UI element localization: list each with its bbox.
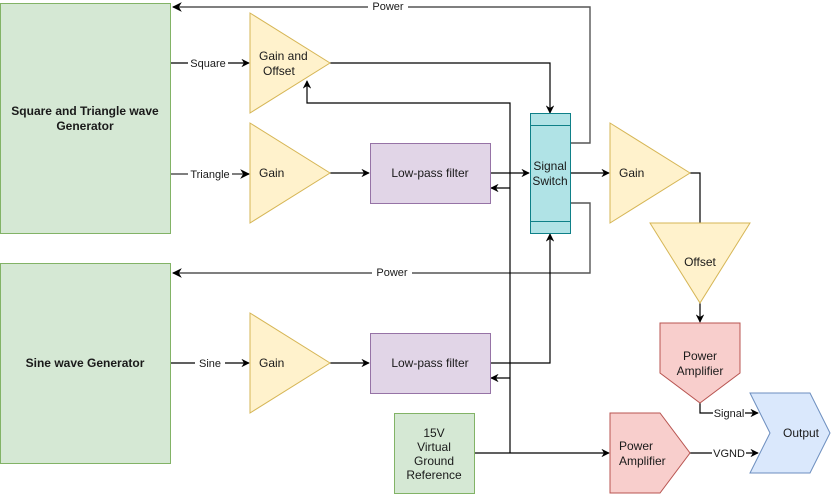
node-square-triangle-generator[interactable]: Square and Triangle wave Generator	[0, 3, 171, 234]
node-gain-output[interactable]: Gain	[609, 122, 691, 224]
edge-power-mid-label-bg	[372, 266, 412, 280]
node-power-amplifier-signal[interactable]: Power Amplifier	[659, 322, 741, 404]
node-lowpass-filter-triangle[interactable]: Low-pass filter	[370, 143, 491, 204]
edge-power-top-label: Power	[372, 1, 404, 13]
edge-square-label-bg	[188, 56, 228, 70]
edge-signal-label: Signal	[714, 408, 745, 420]
node-vgnd-label-4: Reference	[406, 468, 462, 482]
edge-signal-label-bg	[713, 407, 745, 420]
node-sq-tri-gen-label-2: Generator	[56, 119, 114, 133]
node-gain-offset-label-1: Gain and	[259, 49, 308, 63]
node-gain-triangle-label: Gain	[259, 166, 284, 180]
node-gain-sine-label: Gain	[259, 356, 284, 370]
node-sine-generator[interactable]: Sine wave Generator	[0, 263, 171, 464]
node-pa-vgnd-label-2: Amplifier	[619, 454, 666, 468]
edge-gain-to-offset	[690, 172, 701, 223]
node-gain-and-offset[interactable]: Gain and Offset	[249, 12, 331, 114]
edge-lpf-sine-to-switch	[490, 233, 555, 364]
node-power-amplifier-vgnd[interactable]: Power Amplifier	[609, 412, 691, 494]
node-vgnd-label-3: Ground	[414, 454, 454, 468]
node-lpf-tri-label: Low-pass filter	[391, 166, 468, 180]
node-gain-offset-label-2: Offset	[263, 64, 295, 78]
edge-gainoffset-to-switch	[330, 62, 555, 114]
node-offset[interactable]: Offset	[649, 222, 751, 304]
edge-vgnd-to-gainoffset	[302, 80, 511, 453]
edge-sine-label: Sine	[199, 358, 221, 370]
node-sine-gen-label: Sine wave Generator	[26, 356, 145, 370]
node-vgnd-label-2: Virtual	[417, 440, 451, 454]
node-switch-label-2: Switch	[532, 174, 567, 188]
node-gain-sine[interactable]: Gain	[249, 312, 331, 414]
edge-vgnd-label-bg	[712, 447, 746, 460]
node-offset-label: Offset	[684, 255, 716, 269]
node-pa-signal-label-1: Power	[683, 349, 717, 363]
node-lowpass-filter-sine[interactable]: Low-pass filter	[370, 333, 491, 394]
node-output-label: Output	[783, 426, 820, 440]
edge-power-mid-label: Power	[376, 267, 408, 279]
edge-power-top-label-bg	[368, 0, 408, 14]
node-gain-triangle[interactable]: Gain	[249, 122, 331, 224]
node-vgnd-label-1: 15V	[423, 426, 444, 440]
edge-vgnd-label: VGND	[713, 448, 745, 460]
edge-sine-label-bg	[195, 356, 225, 370]
edge-triangle-label: Triangle	[190, 169, 229, 181]
node-pa-vgnd-label-1: Power	[619, 439, 653, 453]
node-sq-tri-gen-label-1: Square and Triangle wave	[11, 104, 159, 118]
edge-power-mid	[172, 202, 591, 278]
node-gain-out-label: Gain	[619, 166, 644, 180]
node-pa-signal-label-2: Amplifier	[677, 364, 724, 378]
node-lpf-sine-label: Low-pass filter	[391, 356, 468, 370]
edge-square-label: Square	[190, 58, 225, 70]
node-signal-switch[interactable]: Signal Switch	[530, 113, 571, 234]
edge-power-top	[172, 2, 591, 144]
node-switch-label-1: Signal	[533, 159, 566, 173]
edge-triangle-label-bg	[188, 167, 232, 181]
node-virtual-ground-reference[interactable]: 15V Virtual Ground Reference	[394, 413, 475, 494]
node-output[interactable]: Output	[749, 392, 831, 474]
